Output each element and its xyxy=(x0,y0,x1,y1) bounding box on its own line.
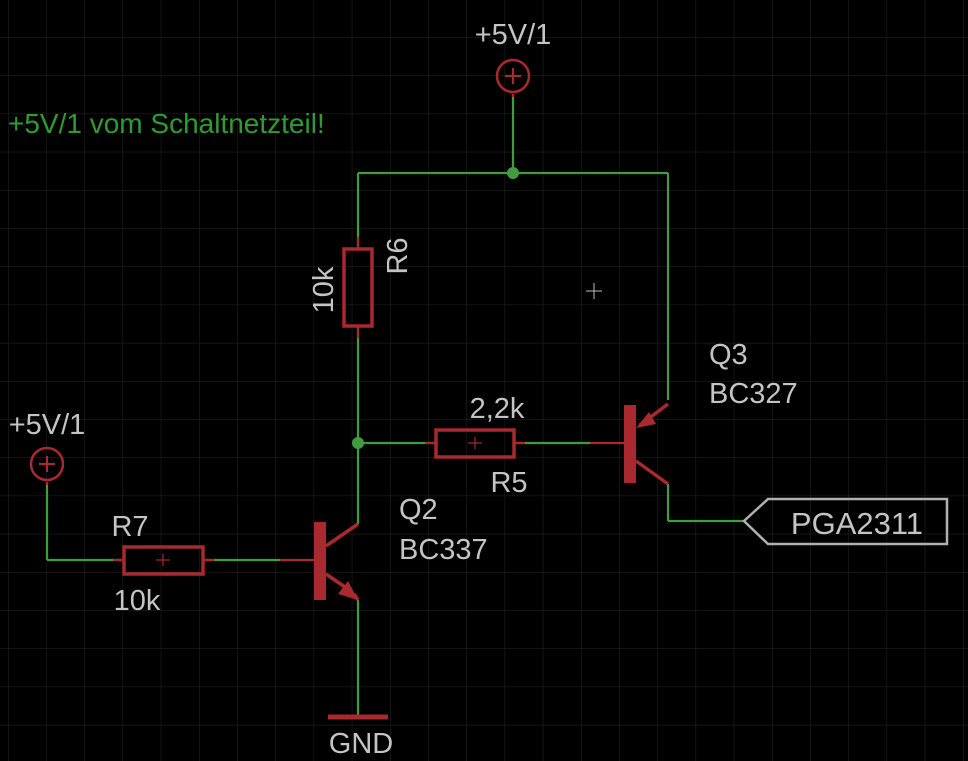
r5-value: 2,2k xyxy=(470,393,525,425)
resistor-icon xyxy=(122,545,205,576)
resistor-r7[interactable]: R7 10k xyxy=(111,511,205,617)
supply-top-label: +5V/1 xyxy=(475,19,552,51)
q2-value: BC337 xyxy=(399,534,488,566)
resistor-r5[interactable]: 2,2k R5 xyxy=(434,393,528,499)
junction-top xyxy=(507,167,519,179)
net-label-text: PGA2311 xyxy=(791,506,923,541)
q3-name: Q3 xyxy=(709,339,748,371)
supply-plus-icon xyxy=(495,58,531,94)
transistor-q2[interactable]: Q2 BC337 xyxy=(314,494,488,601)
supply-left-label: +5V/1 xyxy=(9,409,86,441)
net-label-pga2311[interactable]: PGA2311 xyxy=(742,497,949,546)
crosshair-cursor-icon xyxy=(586,283,602,299)
supply-plus-icon xyxy=(29,446,65,482)
wires xyxy=(45,94,744,716)
r7-value: 10k xyxy=(114,585,161,617)
resistor-icon xyxy=(434,428,516,459)
pin-stubs xyxy=(45,94,628,562)
npn-transistor-icon xyxy=(314,522,326,600)
gnd-label: GND xyxy=(329,728,393,760)
resistor-r6[interactable]: 10k R6 xyxy=(308,237,414,328)
r7-name: R7 xyxy=(111,511,148,543)
q2-name: Q2 xyxy=(399,494,438,526)
supply-top[interactable]: +5V/1 xyxy=(475,19,552,94)
supply-left[interactable]: +5V/1 xyxy=(9,409,86,482)
q3-value: BC327 xyxy=(709,378,798,410)
resistor-icon xyxy=(342,247,374,328)
r6-name: R6 xyxy=(382,237,414,274)
r5-name: R5 xyxy=(490,467,527,499)
ground-symbol[interactable]: GND xyxy=(328,714,393,760)
note-text: +5V/1 vom Schaltnetzteil! xyxy=(8,108,325,139)
junction-middle xyxy=(352,437,364,449)
r6-value: 10k xyxy=(308,266,340,313)
pnp-transistor-icon xyxy=(624,405,636,483)
transistor-q3[interactable]: Q3 BC327 xyxy=(624,339,798,486)
net-flag-icon xyxy=(742,497,949,546)
